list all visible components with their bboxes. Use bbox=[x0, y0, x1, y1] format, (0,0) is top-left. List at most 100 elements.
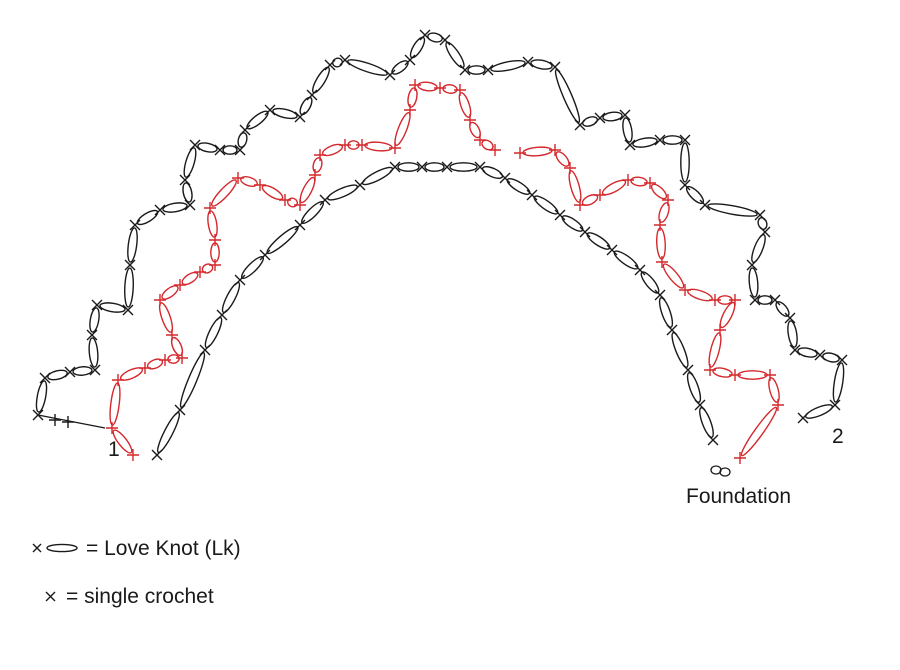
love-knot-stitch-156 bbox=[210, 179, 238, 207]
single-crochet-stitch-230 bbox=[709, 294, 721, 306]
single-crochet-stitch-41 bbox=[634, 264, 646, 276]
single-crochet-stitch-117 bbox=[419, 29, 431, 41]
love-knot-stitch-146 bbox=[119, 367, 144, 381]
love-knot-stitch-83 bbox=[707, 203, 758, 217]
love-knot-stitch-3 bbox=[221, 281, 241, 314]
love-knot-stitch-81 bbox=[680, 142, 690, 183]
single-crochet-stitch-197 bbox=[454, 84, 466, 96]
chain-line-1 bbox=[37, 414, 106, 429]
love-knot-stitch-19 bbox=[658, 297, 674, 328]
love-knot-stitch-17 bbox=[613, 250, 639, 270]
single-crochet-stitch-40 bbox=[606, 244, 618, 256]
single-crochet-stitch-42 bbox=[654, 289, 666, 301]
single-crochet-stitch-225 bbox=[644, 177, 656, 189]
single-crochet-stitch-191 bbox=[339, 139, 351, 151]
single-crochet-stitch-105 bbox=[179, 174, 191, 186]
love-knot-stitch-170 bbox=[469, 121, 481, 139]
single-crochet-stitch-231 bbox=[729, 294, 741, 306]
love-knot-stitch-216 bbox=[737, 370, 768, 380]
love-knot-stitch-2 bbox=[204, 316, 223, 349]
love-knot-stitch-86 bbox=[748, 267, 759, 298]
single-crochet-stitch-193 bbox=[389, 142, 401, 154]
single-crochet-stitch-192 bbox=[356, 139, 368, 151]
single-crochet-stitch-102 bbox=[129, 219, 141, 231]
single-crochet-stitch-113 bbox=[324, 59, 336, 71]
single-crochet-stitch-34 bbox=[441, 161, 453, 173]
love-knot-stitch-159 bbox=[286, 197, 299, 208]
single-crochet-stitch-229 bbox=[679, 284, 691, 296]
love-knot-stitch-85 bbox=[751, 234, 766, 263]
single-crochet-stitch-174 bbox=[112, 374, 124, 386]
love-knot-stitch-209 bbox=[656, 227, 666, 260]
love-knot-stitch-92 bbox=[832, 362, 845, 403]
single-crochet-stitch-141 bbox=[797, 412, 809, 424]
love-knot-stitch-57 bbox=[182, 182, 193, 203]
single-crochet-stitch-100 bbox=[122, 304, 134, 316]
love-knot-stitch-18 bbox=[640, 271, 660, 294]
single-crochet-stitch-188 bbox=[294, 199, 306, 211]
single-crochet-stitch-194 bbox=[404, 104, 416, 116]
single-crochet-stitch-111 bbox=[294, 111, 306, 123]
love-knot-stitch-47 bbox=[35, 380, 48, 413]
single-crochet-stitch-138 bbox=[814, 349, 826, 361]
love-knot-stitch-51 bbox=[89, 307, 100, 333]
love-knot-stitch-0 bbox=[156, 411, 181, 454]
love-knot-stitch-151 bbox=[161, 285, 179, 300]
love-knot-stitch-21 bbox=[686, 372, 702, 403]
single-crochet-stitch-234 bbox=[729, 369, 741, 381]
single-crochet-stitch-178 bbox=[166, 329, 178, 341]
single-crochet-stitch-116 bbox=[404, 54, 416, 66]
love-knot-symbol bbox=[32, 543, 78, 553]
single-crochet-stitch-43 bbox=[666, 324, 678, 336]
single-crochet-stitch-98 bbox=[86, 329, 98, 341]
love-knot-stitch-84 bbox=[757, 217, 768, 230]
single-crochet-stitch-46 bbox=[707, 434, 719, 446]
love-knot-stitch-64 bbox=[299, 96, 313, 116]
single-crochet-stitch-45 bbox=[694, 399, 706, 411]
love-knot-stitch-11 bbox=[449, 162, 478, 172]
single-crochet-stitch-106 bbox=[189, 139, 201, 151]
single-crochet-stitch-222 bbox=[574, 199, 586, 211]
single-crochet-stitch-235 bbox=[764, 369, 776, 381]
single-crochet-stitch-135 bbox=[769, 294, 781, 306]
love-knot-stitch-8 bbox=[361, 166, 394, 186]
legend-single-crochet-text: = single crochet bbox=[66, 585, 214, 608]
single-crochet-stitch-99 bbox=[91, 299, 103, 311]
love-knot-stitch-152 bbox=[181, 271, 199, 286]
love-knot-stitch-14 bbox=[533, 195, 559, 215]
single-crochet-stitch-196 bbox=[434, 82, 446, 94]
single-crochet-stitch-228 bbox=[656, 256, 668, 268]
love-knot-stitch-153 bbox=[201, 263, 214, 274]
single-crochet-stitch-198 bbox=[464, 114, 476, 126]
love-knot-stitch-214 bbox=[708, 332, 722, 368]
single-crochet-stitch-131 bbox=[754, 209, 766, 221]
single-crochet-stitch-119 bbox=[459, 64, 471, 76]
single-crochet-stitch-124 bbox=[594, 112, 606, 124]
single-crochet-stitch-37 bbox=[526, 189, 538, 201]
single-crochet-stitch-109 bbox=[239, 124, 251, 136]
single-crochet-stitch-175 bbox=[139, 362, 151, 374]
love-knot-stitch-59 bbox=[197, 142, 218, 153]
love-knot-stitch-15 bbox=[561, 215, 584, 232]
single-crochet-stitch-142 bbox=[49, 414, 61, 426]
single-crochet-stitch-223 bbox=[594, 189, 606, 201]
love-knot-stitch-168 bbox=[442, 84, 458, 94]
love-knot-stitch-158 bbox=[261, 184, 284, 201]
single-crochet-stitch-125 bbox=[619, 109, 631, 121]
love-knot-stitch-1 bbox=[179, 352, 206, 408]
single-crochet-stitch-187 bbox=[279, 194, 291, 206]
love-knot-stitch-48 bbox=[47, 369, 68, 381]
single-crochet-stitch-120 bbox=[482, 64, 494, 76]
love-knot-stitch-150 bbox=[158, 302, 174, 333]
single-crochet-stitch-30 bbox=[319, 194, 331, 206]
single-crochet-stitch-139 bbox=[836, 354, 848, 366]
love-knot-stitch-71 bbox=[445, 41, 465, 69]
single-crochet-stitch-130 bbox=[699, 199, 711, 211]
single-crochet-stitch-25 bbox=[199, 344, 211, 356]
single-crochet-stitch-183 bbox=[209, 234, 221, 246]
single-crochet-stitch-128 bbox=[679, 134, 691, 146]
single-crochet-stitch-189 bbox=[309, 169, 321, 181]
love-knot-stitch-165 bbox=[394, 112, 411, 146]
single-crochet-stitch-35 bbox=[474, 161, 486, 173]
